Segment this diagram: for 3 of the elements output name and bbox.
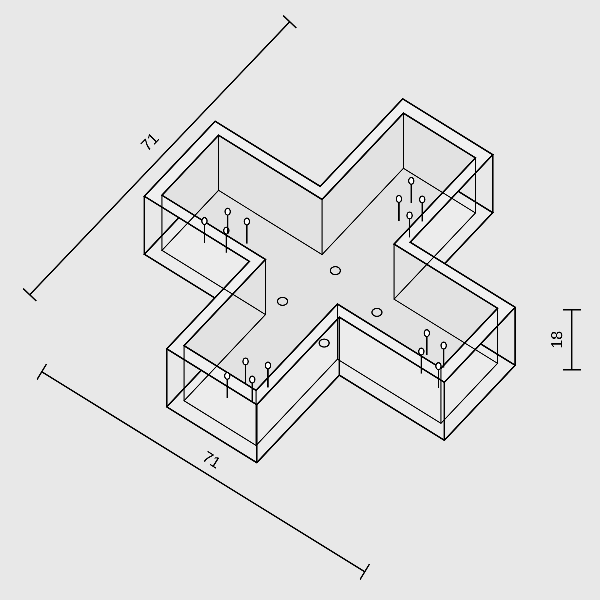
dimension-label: 71	[140, 134, 160, 150]
dimension-label: 71	[204, 451, 220, 469]
dimension-label: 18	[551, 332, 563, 348]
